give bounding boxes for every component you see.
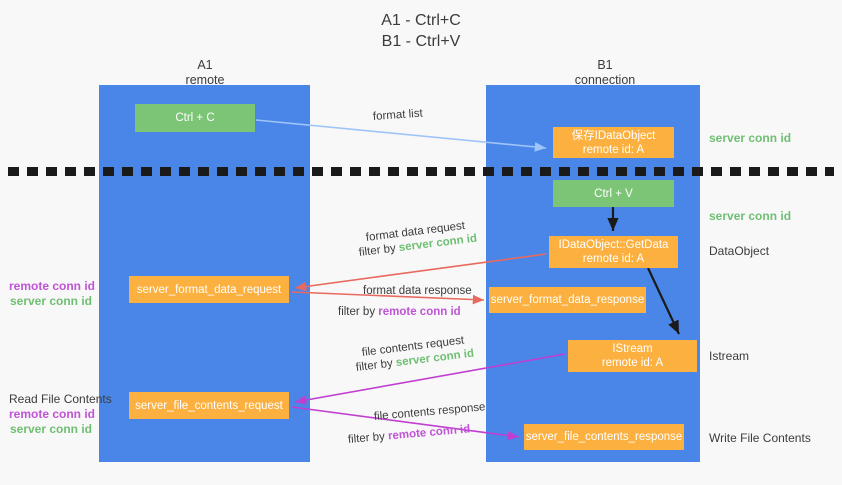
column-header-a1: A1 remote	[115, 58, 295, 88]
column-header-b1: B1 connection	[515, 58, 695, 88]
column-a1-subtitle: remote	[185, 73, 225, 87]
column-b1-subtitle: connection	[574, 73, 636, 87]
edge-label-format-data-response: format data response	[363, 285, 472, 297]
annotation-server-conn-id: server conn id	[9, 422, 92, 436]
column-b1-name: B1	[597, 58, 613, 72]
edge-label-file-contents-response-filter: filter by remote conn id	[347, 422, 471, 448]
node-istream[interactable]: IStream remote id: A	[568, 340, 697, 372]
node-server-format-data-response[interactable]: server_format_data_response	[489, 287, 646, 313]
node-ctrl-c-label: Ctrl + C	[175, 112, 215, 124]
node-ctrl-v[interactable]: Ctrl + V	[553, 180, 674, 207]
annotation-server-conn-id-top: server conn id	[709, 131, 792, 145]
annotation-server-conn-id-mid: server conn id	[709, 209, 792, 223]
title-line-1: A1 - Ctrl+C	[381, 12, 461, 29]
filter-prefix: filter by	[358, 242, 400, 259]
annotation-istream: Istream	[709, 349, 750, 363]
node-server-file-contents-request[interactable]: server_file_contents_request	[129, 392, 289, 419]
node-server-format-data-response-label: server_format_data_response	[490, 294, 645, 306]
filter-prefix: filter by	[347, 430, 389, 446]
annotation-remote-conn-id: remote conn id	[9, 279, 96, 293]
node-ctrl-c[interactable]: Ctrl + C	[135, 104, 255, 132]
edge-label-file-contents-response: file contents response	[373, 401, 486, 423]
filter-value-remote-conn-id: remote conn id	[378, 306, 461, 318]
annotation-write-file-contents: Write File Contents	[709, 431, 811, 445]
node-server-file-contents-response-label: server_file_contents_response	[525, 431, 683, 443]
dashed-divider	[8, 167, 834, 176]
node-server-file-contents-request-label: server_file_contents_request	[135, 399, 283, 412]
annotation-remote-conn-id: remote conn id	[9, 407, 96, 421]
annotation-server-conn-id: server conn id	[9, 294, 92, 308]
node-istream-line2: remote id: A	[601, 357, 664, 369]
node-istream-line1: IStream	[612, 343, 653, 355]
annotation-conn-ids-format: remote conn id server conn id	[9, 279, 96, 309]
filter-prefix: filter by	[355, 357, 397, 374]
page-title: A1 - Ctrl+C B1 - Ctrl+V	[0, 10, 842, 52]
node-save-idataobject[interactable]: 保存IDataObject remote id: A	[553, 127, 674, 158]
annotation-read-file-contents-group: Read File Contents remote conn id server…	[9, 392, 112, 437]
node-ctrl-v-label: Ctrl + V	[594, 187, 633, 200]
node-server-format-data-request-label: server_format_data_request	[136, 283, 282, 296]
annotation-dataobject: DataObject	[709, 244, 770, 258]
filter-prefix: filter by	[338, 306, 379, 318]
node-idataobject-getdata-line1: IDataObject::GetData	[558, 239, 669, 251]
node-save-idataobject-line2: remote id: A	[582, 143, 645, 156]
node-idataobject-getdata-line2: remote id: A	[582, 253, 645, 265]
edge-label-format-data-response-filter: filter by remote conn id	[338, 305, 461, 320]
annotation-read-file-contents: Read File Contents	[9, 392, 112, 406]
title-line-2: B1 - Ctrl+V	[381, 33, 461, 50]
node-idataobject-getdata[interactable]: IDataObject::GetData remote id: A	[549, 236, 678, 268]
column-a1-name: A1	[197, 58, 213, 72]
node-save-idataobject-line1: 保存IDataObject	[571, 129, 656, 142]
edge-label-format-list: format list	[372, 107, 424, 123]
node-server-file-contents-response[interactable]: server_file_contents_response	[524, 424, 684, 450]
filter-value-remote-conn-id: remote conn id	[387, 423, 471, 443]
node-server-format-data-request[interactable]: server_format_data_request	[129, 276, 289, 303]
